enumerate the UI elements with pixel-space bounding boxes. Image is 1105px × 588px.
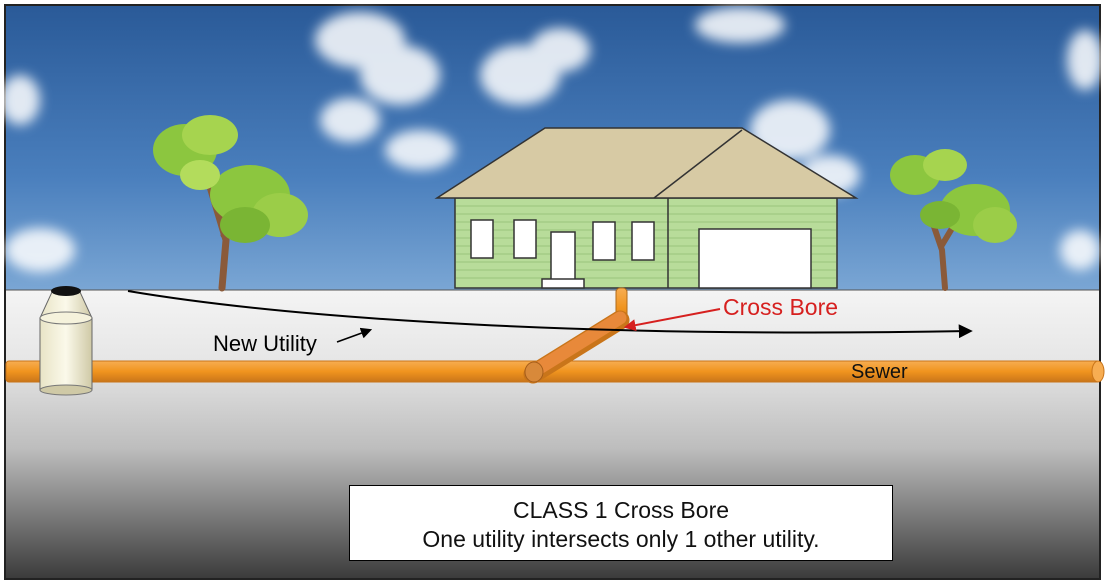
house-window (470, 219, 494, 259)
house (434, 127, 859, 289)
house-garage-door (698, 228, 812, 289)
manhole-canister (39, 286, 93, 396)
tree-left (153, 115, 308, 292)
cross-bore-callout-arrow (623, 308, 721, 332)
caption-title: CLASS 1 Cross Bore (512, 497, 730, 523)
sewer-pipe-end (1091, 360, 1105, 383)
house-roof (434, 127, 859, 199)
caption-description: One utility intersects only 1 other util… (422, 526, 820, 552)
sewer-label: Sewer (851, 361, 908, 383)
house-window (513, 219, 537, 259)
new-utility-callout-arrow (336, 327, 373, 343)
new-utility-bore-path (127, 290, 973, 339)
house-window (592, 221, 616, 261)
new-utility-label: New Utility (213, 331, 317, 356)
tree-right (890, 149, 1017, 291)
caption-box: CLASS 1 Cross Bore One utility intersect… (349, 485, 893, 561)
house-window (631, 221, 655, 261)
house-door (550, 231, 576, 281)
house-steps (541, 278, 585, 289)
cross-bore-label: Cross Bore (723, 294, 839, 320)
